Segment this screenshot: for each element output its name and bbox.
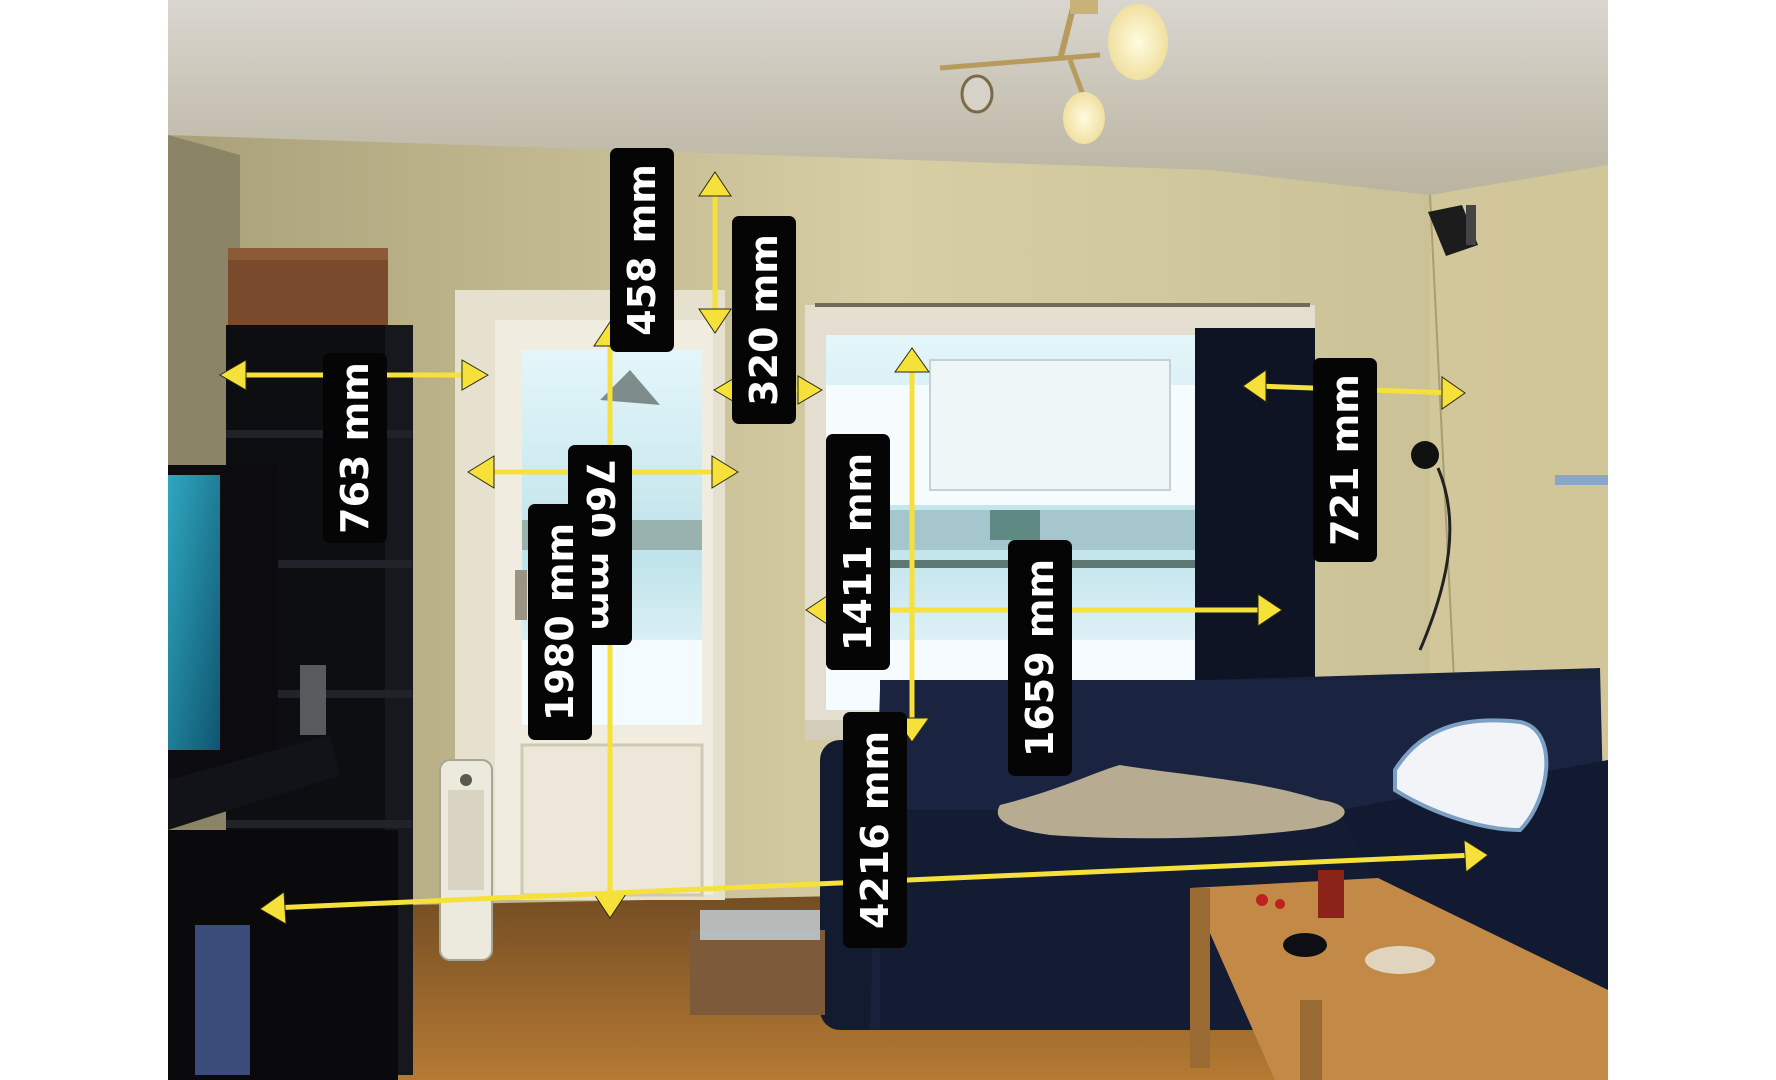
ceiling-lamp (939, 0, 1168, 144)
label-room-width: 4216 mm (843, 712, 907, 948)
label-text-door-window-gap: 320 mm (742, 234, 786, 406)
wall-speaker (1428, 205, 1478, 256)
label-curtain-corner-gap: 721 mm (1313, 358, 1377, 562)
label-door-window-gap: 320 mm (732, 216, 796, 424)
label-text-shelf-width: 763 mm (333, 362, 377, 534)
radiator (439, 759, 493, 961)
tv (168, 465, 340, 830)
label-window-width: 1659 mm (1008, 540, 1072, 776)
label-text-window-height: 1411 mm (836, 453, 880, 651)
label-window-height: 1411 mm (826, 434, 890, 670)
cardboard-box (228, 248, 388, 326)
label-text-room-width: 4216 mm (853, 731, 897, 929)
wall-shelf (1555, 475, 1608, 485)
label-text-window-width: 1659 mm (1018, 559, 1062, 757)
label-shelf-width: 763 mm (323, 353, 387, 543)
label-door-height: 1980 mm (528, 504, 592, 740)
label-door-top-gap: 458 mm (610, 148, 674, 352)
measurement-arrows (218, 171, 1489, 925)
coffee-table (1190, 870, 1608, 1080)
margin-left (0, 0, 168, 1080)
blanket (997, 765, 1345, 839)
label-text-door-top-gap: 458 mm (620, 164, 664, 336)
wall-lamp (1411, 441, 1452, 651)
cushion (1393, 718, 1549, 833)
margin-right (1608, 0, 1776, 1080)
arrow-door-top-gap (698, 171, 732, 334)
label-text-curtain-corner-gap: 721 mm (1323, 374, 1367, 546)
label-text-door-height: 1980 mm (538, 523, 582, 721)
floor-box (690, 930, 825, 1015)
